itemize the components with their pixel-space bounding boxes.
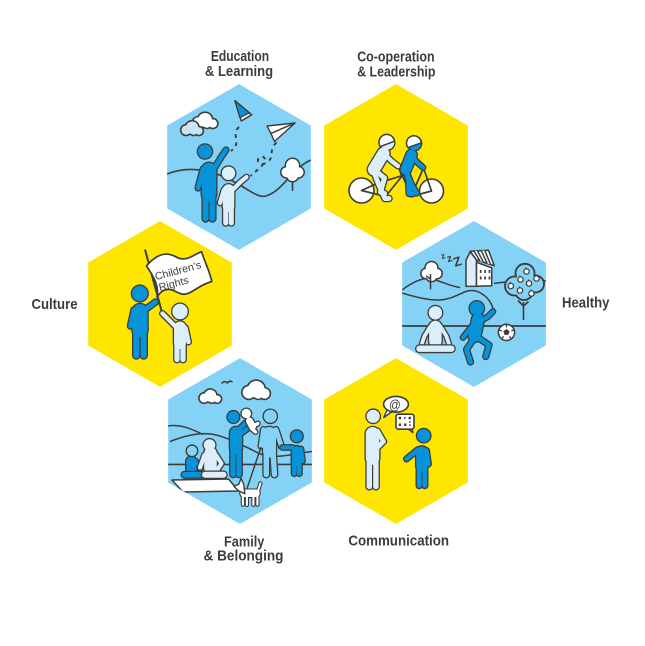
svg-text:Healthy: Healthy: [562, 294, 610, 311]
svg-text:Family: Family: [224, 534, 265, 551]
svg-text:Co-operation: Co-operation: [357, 48, 434, 65]
svg-text:z: z: [445, 252, 454, 265]
svg-text:z: z: [439, 250, 446, 261]
svg-text:& Learning: & Learning: [205, 63, 273, 80]
svg-text:& Belonging: & Belonging: [204, 548, 284, 565]
svg-text:@: @: [389, 398, 401, 413]
svg-text:Education: Education: [211, 48, 269, 65]
svg-text:& Leadership: & Leadership: [357, 63, 435, 80]
svg-text:Culture: Culture: [31, 296, 77, 313]
svg-text:Communication: Communication: [348, 532, 449, 549]
